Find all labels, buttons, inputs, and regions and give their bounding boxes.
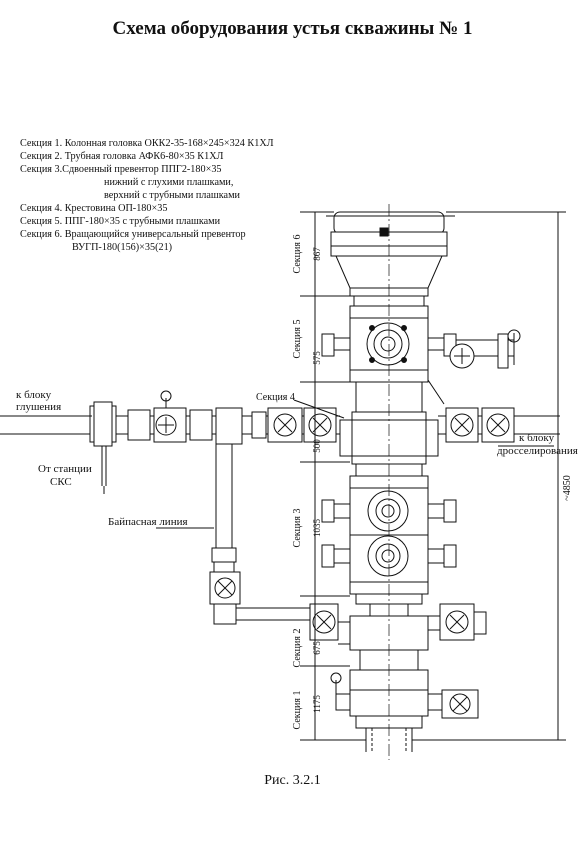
section4-label: Секция 4 bbox=[256, 392, 295, 403]
section-6-label: Секция 6 bbox=[292, 235, 303, 274]
choke-block-label-1: к блоку bbox=[519, 432, 555, 444]
station-label-1: От станции bbox=[38, 463, 92, 475]
section-1-dim: 1175 bbox=[312, 695, 322, 713]
section-3-dim: 1035 bbox=[312, 519, 322, 538]
kill-block-label-1: к блоку bbox=[16, 389, 52, 401]
section-3-label: Секция 3 bbox=[292, 509, 303, 548]
bypass-label: Байпасная линия bbox=[108, 516, 188, 528]
section-1-label: Секция 1 bbox=[292, 691, 303, 730]
choke-line bbox=[438, 407, 560, 443]
section-2-dim: 675 bbox=[312, 641, 322, 655]
total-height-dimension bbox=[412, 211, 566, 741]
section4-leader bbox=[293, 399, 345, 419]
bypass-line bbox=[209, 444, 310, 625]
section-5-label: Секция 5 bbox=[292, 320, 303, 359]
figure-caption: Рис. 3.2.1 bbox=[264, 773, 321, 788]
section-5-valve-line bbox=[449, 329, 521, 369]
legend-line: Секция 1. Колонная головка ОКК2-35-168×2… bbox=[20, 138, 274, 149]
total-height-label: ~4850 bbox=[562, 475, 573, 500]
choke-block-label-2: дросселирования bbox=[497, 445, 578, 457]
legend-line: нижний с глухими плашками, bbox=[104, 177, 234, 188]
section-legend: Секция 1. Колонная головка ОКК2-35-168×2… bbox=[20, 137, 274, 254]
legend-line: ВУГП-180(156)×35(21) bbox=[72, 242, 173, 253]
tubing-head bbox=[309, 603, 487, 671]
section-dimension-rail bbox=[300, 211, 366, 741]
section-4-dim: 500 bbox=[312, 439, 322, 453]
legend-line: Секция 6. Вращающийся универсальный прев… bbox=[20, 229, 246, 240]
legend-line: верхний с трубными плашками bbox=[104, 190, 240, 201]
section-6-dim: 867 bbox=[312, 247, 322, 261]
legend-line: Секция 5. ППГ-180×35 с трубными плашками bbox=[20, 216, 221, 227]
rotating-preventer bbox=[326, 211, 455, 297]
section-5-dim: 575 bbox=[312, 351, 322, 365]
station-label-2: СКС bbox=[50, 476, 72, 488]
legend-line: Секция 3.Сдвоенный превентор ППГ2-180×35 bbox=[20, 164, 222, 175]
diagram-title: Схема оборудования устья скважины № 1 bbox=[112, 18, 473, 39]
legend-line: Секция 2. Трубная головка АФК6-80×35 К1Х… bbox=[20, 151, 224, 162]
legend-line: Секция 4. Крестовина ОП-180×35 bbox=[20, 203, 168, 214]
kill-block-label-2: глушения bbox=[16, 401, 61, 413]
section-2-label: Секция 2 bbox=[292, 629, 303, 668]
